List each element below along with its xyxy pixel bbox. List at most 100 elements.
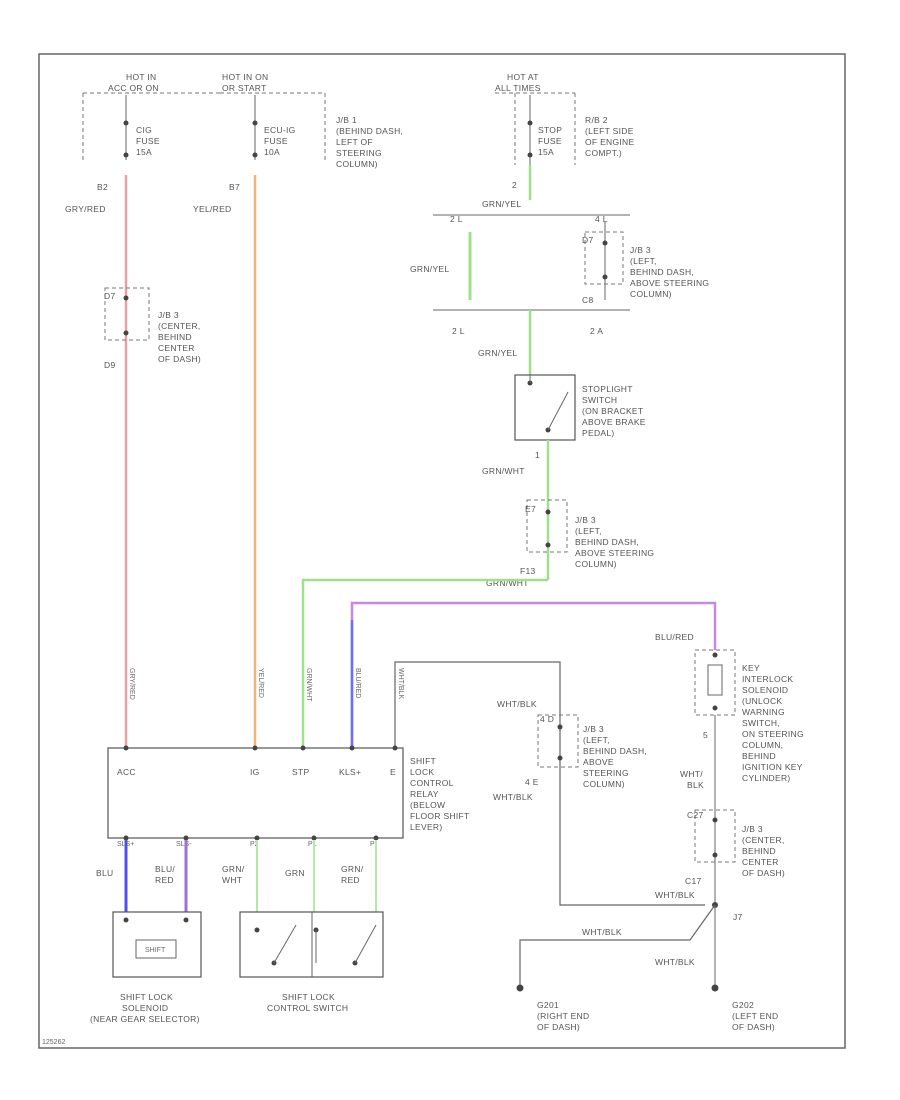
svg-text:RED: RED bbox=[341, 875, 360, 885]
svg-text:OF DASH): OF DASH) bbox=[732, 1022, 775, 1032]
diagram-frame bbox=[38, 53, 846, 1049]
svg-text:J/B 3: J/B 3 bbox=[575, 515, 596, 525]
svg-text:D7: D7 bbox=[582, 235, 593, 245]
svg-text:IGNITION KEY: IGNITION KEY bbox=[742, 762, 803, 772]
svg-text:BEHIND DASH,: BEHIND DASH, bbox=[583, 746, 647, 756]
svg-text:WHT/BLK: WHT/BLK bbox=[397, 668, 404, 699]
shift-lock-solenoid: SHIFT SHIFT LOCK SOLENOID (NEAR GEAR SEL… bbox=[90, 911, 202, 1024]
svg-text:COLUMN): COLUMN) bbox=[336, 159, 378, 169]
svg-text:(BELOW: (BELOW bbox=[410, 800, 445, 810]
svg-text:C8: C8 bbox=[582, 295, 593, 305]
svg-text:4 L: 4 L bbox=[595, 214, 608, 224]
fuse-stop: HOT AT ALL TIMES STOP FUSE 15A R/B 2 (LE… bbox=[495, 72, 634, 165]
svg-text:ABOVE: ABOVE bbox=[583, 757, 614, 767]
svg-text:ACC OR ON: ACC OR ON bbox=[108, 83, 159, 93]
diagram-id: 125262 bbox=[42, 1039, 65, 1046]
svg-text:RELAY: RELAY bbox=[410, 789, 439, 799]
svg-text:OF DASH): OF DASH) bbox=[158, 354, 201, 364]
svg-text:INTERLOCK: INTERLOCK bbox=[742, 674, 793, 684]
svg-text:COLUMN): COLUMN) bbox=[583, 779, 625, 789]
svg-text:ALL TIMES: ALL TIMES bbox=[495, 83, 541, 93]
svg-text:J/B 3: J/B 3 bbox=[630, 245, 651, 255]
svg-text:LEVER): LEVER) bbox=[410, 822, 443, 832]
svg-text:F13: F13 bbox=[520, 566, 536, 576]
svg-text:ABOVE STEERING: ABOVE STEERING bbox=[575, 548, 654, 558]
svg-text:BLU/RED: BLU/RED bbox=[655, 632, 694, 642]
svg-text:SLS-: SLS- bbox=[176, 841, 192, 848]
svg-text:ACC: ACC bbox=[117, 767, 136, 777]
svg-text:SHIFT LOCK: SHIFT LOCK bbox=[282, 992, 335, 1002]
ground-g201: G201 (RIGHT END OF DASH) bbox=[537, 1000, 589, 1032]
svg-text:E7: E7 bbox=[525, 504, 536, 514]
svg-text:OF DASH): OF DASH) bbox=[742, 868, 785, 878]
svg-text:COLUMN): COLUMN) bbox=[575, 559, 617, 569]
svg-text:BEHIND DASH,: BEHIND DASH, bbox=[630, 267, 694, 277]
svg-text:2 L: 2 L bbox=[452, 326, 465, 336]
svg-text:GRN/YEL: GRN/YEL bbox=[410, 264, 449, 274]
svg-text:WHT: WHT bbox=[222, 875, 242, 885]
svg-text:GRN: GRN bbox=[285, 868, 305, 878]
svg-text:LOCK: LOCK bbox=[410, 767, 434, 777]
svg-text:STP: STP bbox=[292, 767, 309, 777]
svg-text:COLUMN,: COLUMN, bbox=[742, 740, 783, 750]
svg-text:ECU-IG: ECU-IG bbox=[264, 125, 296, 135]
svg-text:HOT IN: HOT IN bbox=[126, 72, 156, 82]
svg-text:(RIGHT END: (RIGHT END bbox=[537, 1011, 589, 1021]
svg-text:BLK: BLK bbox=[687, 780, 704, 790]
shift-lock-control-switch: SHIFT LOCK CONTROL SWITCH bbox=[239, 911, 384, 1013]
svg-text:CONTROL: CONTROL bbox=[410, 778, 454, 788]
svg-text:(LEFT,: (LEFT, bbox=[575, 526, 602, 536]
svg-text:SOLENOID: SOLENOID bbox=[742, 685, 788, 695]
svg-text:SHIFT: SHIFT bbox=[410, 756, 436, 766]
svg-text:(NEAR GEAR SELECTOR): (NEAR GEAR SELECTOR) bbox=[90, 1014, 200, 1024]
svg-text:15A: 15A bbox=[538, 147, 554, 157]
svg-text:2 A: 2 A bbox=[590, 326, 603, 336]
svg-text:CIG: CIG bbox=[136, 125, 152, 135]
svg-text:B2: B2 bbox=[97, 182, 108, 192]
svg-text:RED: RED bbox=[155, 875, 174, 885]
svg-text:D9: D9 bbox=[104, 360, 115, 370]
svg-text:2: 2 bbox=[512, 180, 517, 190]
svg-text:15A: 15A bbox=[136, 147, 152, 157]
svg-text:FUSE: FUSE bbox=[264, 136, 288, 146]
ground-wiring: WHT/BLK WHT/BLK bbox=[516, 904, 719, 992]
svg-text:GRN/YEL: GRN/YEL bbox=[478, 348, 517, 358]
svg-text:G202: G202 bbox=[732, 1000, 754, 1010]
svg-text:GRY/RED: GRY/RED bbox=[65, 204, 106, 214]
svg-text:(LEFT,: (LEFT, bbox=[583, 735, 610, 745]
svg-text:J/B 1: J/B 1 bbox=[336, 115, 357, 125]
svg-text:E: E bbox=[390, 767, 396, 777]
svg-text:WHT/BLK: WHT/BLK bbox=[497, 699, 537, 709]
svg-text:WHT/BLK: WHT/BLK bbox=[655, 957, 695, 967]
svg-text:SOLENOID: SOLENOID bbox=[122, 1003, 168, 1013]
svg-text:P: P bbox=[370, 841, 375, 848]
svg-text:WHT/BLK: WHT/BLK bbox=[493, 792, 533, 802]
svg-text:C17: C17 bbox=[685, 876, 702, 886]
svg-text:BEHIND: BEHIND bbox=[158, 332, 192, 342]
svg-text:J7: J7 bbox=[733, 912, 743, 922]
relay-output-wires: BLU BLU/ RED GRN/ WHT GRN GRN/ RED bbox=[96, 840, 377, 912]
svg-text:FLOOR SHIFT: FLOOR SHIFT bbox=[410, 811, 470, 821]
svg-text:(LEFT END: (LEFT END bbox=[732, 1011, 778, 1021]
key-interlock-solenoid: KEY INTERLOCK SOLENOID (UNLOCK WARNING S… bbox=[680, 649, 804, 905]
wire-stp: 1 GRN/WHT E7 J/B 3 (LEFT, BEHIND DASH, A… bbox=[301, 440, 654, 748]
svg-text:WARNING: WARNING bbox=[742, 707, 785, 717]
svg-text:(CENTER,: (CENTER, bbox=[742, 835, 785, 845]
svg-text:BEHIND DASH,: BEHIND DASH, bbox=[575, 537, 639, 547]
svg-text:SWITCH,: SWITCH, bbox=[742, 718, 780, 728]
svg-text:WHT/BLK: WHT/BLK bbox=[582, 927, 622, 937]
svg-text:LEFT OF: LEFT OF bbox=[336, 137, 373, 147]
svg-text:1: 1 bbox=[535, 450, 540, 460]
svg-text:STEERING: STEERING bbox=[583, 768, 629, 778]
svg-text:CENTER: CENTER bbox=[158, 343, 195, 353]
svg-text:10A: 10A bbox=[264, 147, 280, 157]
svg-text:WHT/BLK: WHT/BLK bbox=[655, 890, 695, 900]
svg-text:GRN/WHT: GRN/WHT bbox=[486, 578, 529, 588]
svg-text:CENTER: CENTER bbox=[742, 857, 779, 867]
ground-g202: G202 (LEFT END OF DASH) bbox=[732, 1000, 778, 1032]
svg-text:G201: G201 bbox=[537, 1000, 559, 1010]
wire-ig: B7 YEL/RED bbox=[193, 175, 257, 748]
svg-text:ABOVE STEERING: ABOVE STEERING bbox=[630, 278, 709, 288]
svg-text:CYLINDER): CYLINDER) bbox=[742, 773, 791, 783]
